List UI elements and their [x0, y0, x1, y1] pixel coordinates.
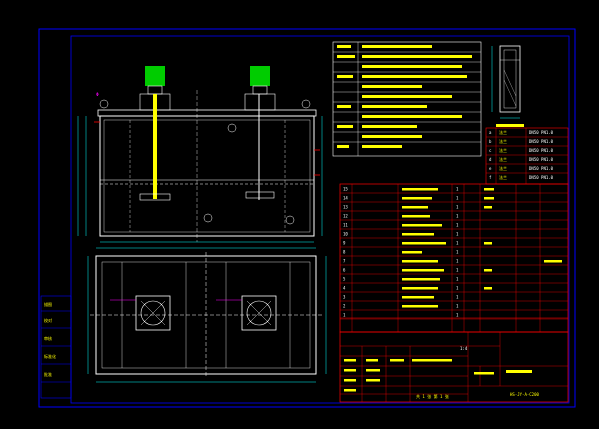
nozzle-code-a: a — [489, 130, 492, 135]
bom-row-number: 1 — [343, 313, 346, 318]
stamp-label-3: 审核 — [44, 335, 52, 341]
bom-row-number: 8 — [343, 250, 346, 255]
bom-row-number: 6 — [343, 268, 346, 273]
bom-row-qty: 1 — [456, 250, 459, 255]
bom-row-qty: 1 — [456, 286, 459, 291]
bom-row-number: 2 — [343, 304, 346, 309]
nozzle-part-e: 法兰 — [499, 165, 507, 171]
motor-left — [145, 66, 165, 86]
nozzle-part-d: 法兰 — [499, 156, 507, 162]
bom-row-qty: 1 — [456, 295, 459, 300]
inner-frame — [70, 35, 570, 404]
nozzle-code-f: f — [489, 175, 492, 180]
bom-row-qty: 1 — [456, 187, 459, 192]
drawing-number: HS-JY-A-C200 — [510, 392, 539, 397]
agitator-shaft-left — [153, 94, 157, 199]
bom-row-number: 12 — [343, 214, 348, 219]
tank-body — [99, 115, 315, 237]
sheet-label: 共 1 张 第 1 张 — [416, 393, 449, 399]
agitator-plan-left — [135, 295, 171, 331]
nozzle-spec-e: DN50 PN1.0 — [529, 166, 554, 171]
nozzle-part-b: 法兰 — [499, 138, 507, 144]
motor-right — [250, 66, 270, 86]
bom-row-qty: 1 — [456, 259, 459, 264]
nozzle-code-e: e — [489, 166, 492, 171]
bom-row-number: 13 — [343, 205, 348, 210]
nozzle-detail — [491, 45, 524, 127]
bom-row-number: 14 — [343, 196, 348, 201]
agitator-plan-right — [241, 295, 277, 331]
nozzle-part-f: 法兰 — [499, 174, 507, 180]
bom-row-number: 10 — [343, 232, 348, 237]
bom-row-qty: 1 — [456, 277, 459, 282]
bom-row-number: 15 — [343, 187, 348, 192]
stamp-label-1: 描图 — [44, 301, 52, 307]
nozzle-code-b: b — [489, 139, 492, 144]
stamp-label-2: 校对 — [44, 317, 52, 323]
nozzle-spec-f: DN50 PN1.0 — [529, 175, 554, 180]
nozzle-spec-c: DN50 PN1.0 — [529, 148, 554, 153]
bom-row-number: 7 — [343, 259, 346, 264]
bom-row-qty: 1 — [456, 268, 459, 273]
bom-row-qty: 1 — [456, 205, 459, 210]
bom-row-qty: 1 — [456, 313, 459, 318]
bom-row-qty: 1 — [456, 214, 459, 219]
bom-row-qty: 1 — [456, 223, 459, 228]
nozzle-code-d: d — [489, 157, 492, 162]
bom-row-qty: 1 — [456, 196, 459, 201]
bom-row-number: 5 — [343, 277, 346, 282]
nozzle-spec-b: DN50 PN1.0 — [529, 139, 554, 144]
bom-row-number: 11 — [343, 223, 348, 228]
tank-front-view — [77, 66, 323, 243]
stamp-label-5: 批准 — [44, 371, 52, 377]
nozzle-spec-a: DN50 PN1.0 — [529, 130, 554, 135]
nozzle-part-a: 法兰 — [499, 129, 507, 135]
title-block: 1:4 共 1 张 第 1 张 HS-JY-A-C200 — [339, 331, 569, 403]
nozzle-part-c: 法兰 — [499, 147, 507, 153]
scale-label: 1:4 — [460, 346, 468, 351]
bom-row-qty: 1 — [456, 232, 459, 237]
outer-frame — [38, 28, 576, 408]
bom-row-number: 3 — [343, 295, 346, 300]
left-stamp-strip: 描图 校对 审核 标准化 批准 — [40, 295, 72, 399]
bom-row-qty: 1 — [456, 304, 459, 309]
bom-row-number: 4 — [343, 286, 346, 291]
technical-notes-table — [332, 41, 482, 157]
nozzle-table: a 法兰 DN50 PN1.0 b 法兰 DN50 PN1.0 c 法兰 DN5… — [485, 127, 569, 185]
nozzle-spec-d: DN50 PN1.0 — [529, 157, 554, 162]
bom-row-qty: 1 — [456, 241, 459, 246]
bom-row-number: 9 — [343, 241, 346, 246]
stamp-label-4: 标准化 — [44, 353, 56, 359]
nozzle-code-c: c — [489, 148, 492, 153]
tank-plan-view — [87, 247, 327, 383]
marker-1: Φ — [96, 92, 99, 98]
